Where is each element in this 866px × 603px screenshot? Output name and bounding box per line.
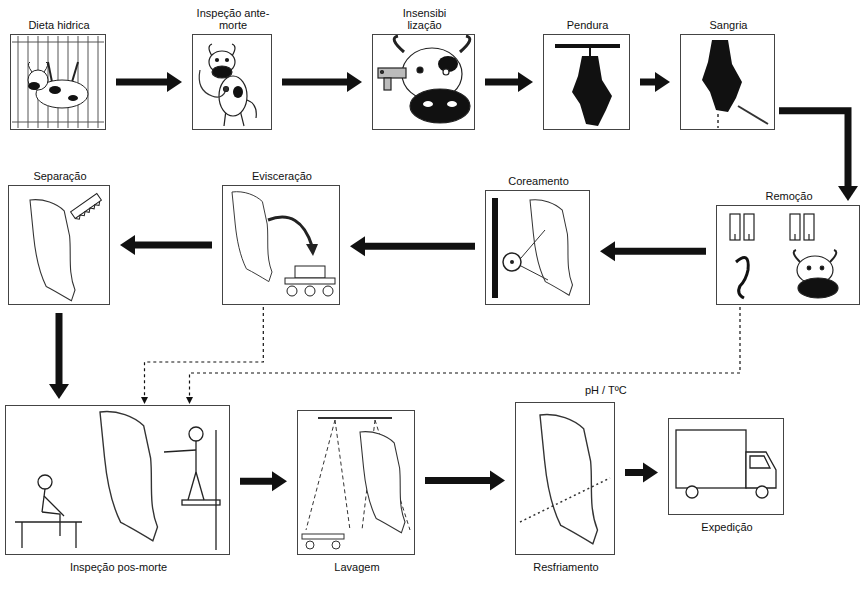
arrow-head xyxy=(350,236,365,256)
arrow-head xyxy=(49,384,69,399)
process-step-box: Lavagem xyxy=(297,410,415,555)
arrow-head xyxy=(490,471,505,491)
flow-arrow xyxy=(120,235,212,255)
chilling xyxy=(520,415,610,544)
step-label: Pendura xyxy=(567,19,609,31)
arrow-head xyxy=(347,72,362,92)
evisceration xyxy=(232,192,335,296)
pen-cow xyxy=(12,36,104,128)
step-label: Insensibi lização xyxy=(395,7,455,31)
process-step-box: Inspeção pos-morte xyxy=(5,405,230,555)
arrow-shaft xyxy=(615,248,706,255)
flow-arrow xyxy=(625,463,658,483)
flow-arrow xyxy=(116,72,182,92)
arrow-head xyxy=(120,235,135,255)
arrow-shaft xyxy=(116,79,167,86)
arrow-head xyxy=(167,72,182,92)
process-step-box: Resfriamento xyxy=(515,402,615,555)
dashed-flow-arrow xyxy=(141,307,263,404)
dashed-flow-arrow xyxy=(186,307,740,404)
arrow-shaft xyxy=(425,477,490,484)
arrow-head xyxy=(518,72,533,92)
step-label: Expedição xyxy=(701,521,752,533)
step-label: Dieta hidrica xyxy=(28,19,89,31)
arrow-head xyxy=(643,463,658,483)
process-step-box: Pendura xyxy=(543,34,630,130)
arrow-shaft xyxy=(365,243,475,250)
step-label: Resfriamento xyxy=(533,561,598,573)
arrow-shaft xyxy=(190,307,741,397)
arrow-shaft xyxy=(240,478,272,485)
flow-arrow xyxy=(779,111,858,201)
flow-arrow xyxy=(282,72,362,92)
process-step-box: Dieta hidrica xyxy=(10,34,106,130)
step-label: Remoção xyxy=(765,190,812,202)
process-step-box: Evisceração xyxy=(222,185,340,305)
arrow-head xyxy=(600,241,615,261)
arrow-shaft xyxy=(625,469,643,476)
arrow-head xyxy=(655,72,670,92)
process-step-box: Inspeção ante- morte xyxy=(192,34,272,130)
process-step-box: Remoção xyxy=(716,205,860,305)
hanging-carcass xyxy=(555,46,620,126)
flow-arrow xyxy=(600,241,706,261)
arrow-shaft xyxy=(640,79,655,86)
process-step-box: Expedição xyxy=(668,418,784,515)
splitting xyxy=(30,194,103,301)
arrow-shaft xyxy=(282,79,347,86)
hide-removal xyxy=(492,198,573,298)
arrow-head xyxy=(141,397,148,404)
flow-arrow xyxy=(350,236,475,256)
arrow-shaft xyxy=(145,307,264,397)
arrow-head xyxy=(272,471,287,491)
process-step-box: Insensibi lização xyxy=(372,34,475,130)
arrow-shaft xyxy=(135,242,212,249)
cow-head-stunner xyxy=(378,36,470,123)
washing xyxy=(302,418,410,549)
step-label: Inspeção ante- morte xyxy=(191,7,275,31)
standing-cow xyxy=(199,44,256,126)
truck xyxy=(676,430,776,498)
arrow-shaft xyxy=(56,313,63,384)
step-label: Inspeção pos-morte xyxy=(70,561,167,573)
process-step-box: Sangria xyxy=(680,34,775,130)
flow-arrow xyxy=(240,471,287,491)
flow-arrow xyxy=(425,471,505,491)
step-label: Lavagem xyxy=(334,561,379,573)
inspection-scene xyxy=(15,412,220,550)
arrow-shaft xyxy=(485,79,518,86)
hooves-tail-head xyxy=(730,214,838,298)
flow-arrow xyxy=(485,72,533,92)
arrow-shaft xyxy=(779,111,848,186)
step-label: Separação xyxy=(33,170,86,182)
bleeding-carcass xyxy=(702,40,768,128)
flow-arrow xyxy=(49,313,69,399)
measurement-note: pH / TºC xyxy=(585,384,627,396)
process-step-box: Coreamento xyxy=(485,190,590,305)
process-step-box: Separação xyxy=(8,185,110,305)
step-label: Evisceração xyxy=(252,170,312,182)
step-label: Coreamento xyxy=(508,175,569,187)
step-label: Sangria xyxy=(710,19,748,31)
flow-arrow xyxy=(640,72,670,92)
arrow-head xyxy=(838,186,858,201)
arrow-head xyxy=(186,397,193,404)
